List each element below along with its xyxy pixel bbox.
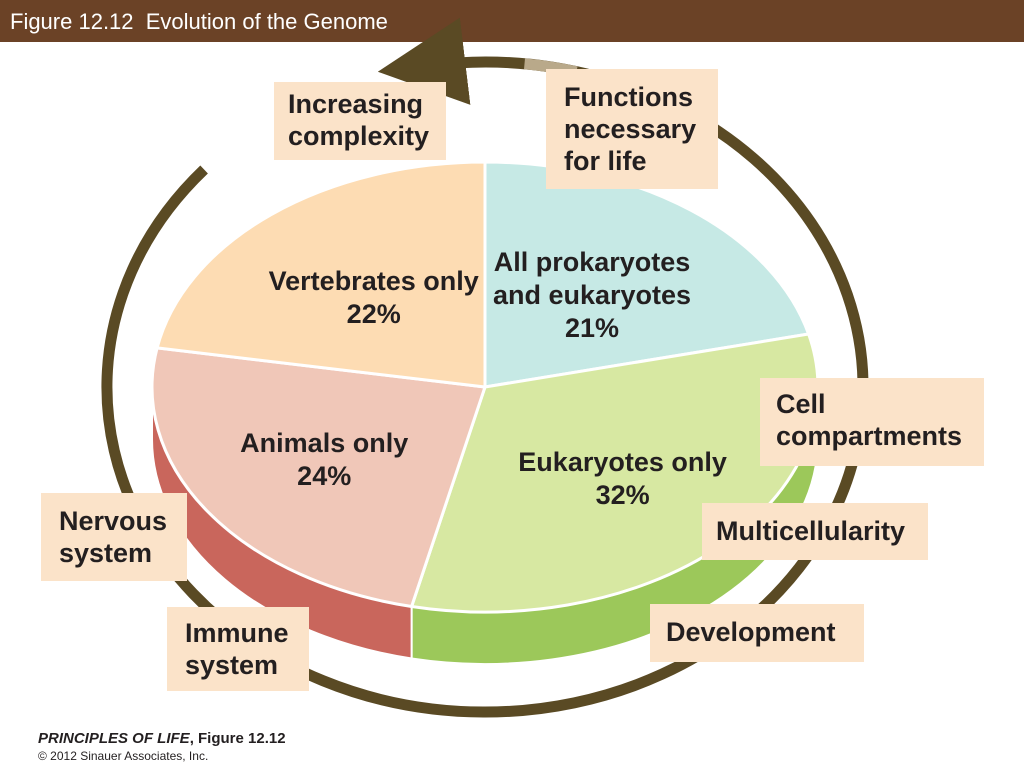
pie-slice [155,160,487,389]
slice-label: Animals only [240,428,408,458]
caption-line: for life [564,146,647,176]
caption-line: necessary [564,114,697,144]
caption-nervous-system: Nervous system [41,493,187,581]
credit-figure: , Figure 12.12 [189,730,286,747]
page-title: Figure 12.12 Evolution of the Genome [10,9,388,34]
slice-label: All prokaryotes [494,247,691,277]
slice-value-label: 22% [347,299,401,329]
figure-credit: PRINCIPLES OF LIFE, Figure 12.12 © 2012 … [38,730,286,764]
caption-multicellularity: Multicellularity [702,503,928,560]
credit-line: PRINCIPLES OF LIFE, Figure 12.12 [38,730,286,748]
caption-line: Development [666,617,836,647]
slice-value-label: 24% [297,461,351,491]
caption-line: Multicellularity [716,516,906,546]
caption-increasing-complexity: Increasing complexity [274,82,446,160]
slice-value-label: 32% [596,480,650,510]
slice-label: Vertebrates only [269,266,479,296]
caption-cell-compartments: Cell compartments [760,378,984,466]
complexity-arrow [101,17,869,718]
pie-slice [483,160,811,389]
credit-book: PRINCIPLES OF LIFE [38,730,190,747]
slice-value-label: 21% [565,313,619,343]
caption-line: complexity [288,121,430,151]
caption-line: Immune [185,618,289,648]
caption-line: system [59,538,153,568]
caption-line: system [185,650,279,680]
pie-slice [150,346,487,608]
caption-functions-necessary: Functions necessary for life [546,69,718,189]
caption-line: Functions [564,82,693,112]
title-bar: Figure 12.12 Evolution of the Genome [0,0,1024,42]
caption-development: Development [650,604,864,662]
caption-line: Nervous [59,506,168,536]
slice-label: Eukaryotes only [518,447,727,477]
caption-line: Cell [776,389,826,419]
credit-copyright: © 2012 Sinauer Associates, Inc. [38,749,209,763]
caption-immune-system: Immune system [167,607,309,691]
caption-line: Increasing [288,89,424,119]
slice-label: and eukaryotes [493,280,691,310]
caption-line: compartments [776,421,963,451]
